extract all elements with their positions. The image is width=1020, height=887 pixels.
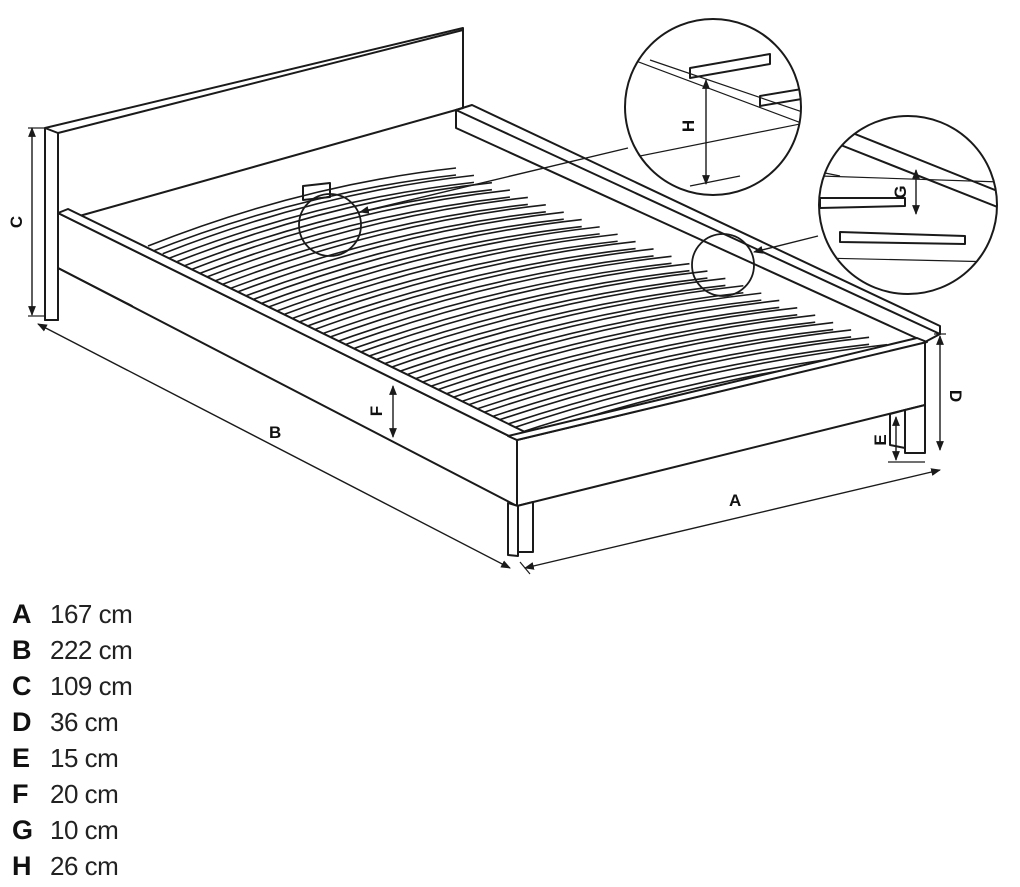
dimension-legend: A 167 cm B 222 cm C 109 cm D 36 cm E 15 … <box>12 596 312 884</box>
legend-letter: G <box>12 814 34 845</box>
slat <box>470 336 852 425</box>
detail-circle-g <box>818 115 998 295</box>
footboard <box>507 337 928 507</box>
slat <box>162 174 475 255</box>
slat <box>250 218 582 302</box>
slat <box>294 240 636 325</box>
detail-circle-h <box>624 18 802 196</box>
legend-row-d: D 36 cm <box>12 704 312 740</box>
slat <box>235 218 564 301</box>
callout-ring-g <box>691 233 755 297</box>
callout-leader-g <box>753 235 819 254</box>
legend-row-c: C 109 cm <box>12 668 312 704</box>
legend-value: 109 cm <box>50 670 133 701</box>
legend-letter: E <box>12 742 31 773</box>
callout-leader-h <box>359 147 629 214</box>
slat <box>162 181 475 262</box>
slat <box>177 181 493 263</box>
legend-row-h: H 26 cm <box>12 848 312 884</box>
legend-value: 10 cm <box>50 814 119 845</box>
slat <box>294 247 636 332</box>
legend-value: 222 cm <box>50 634 133 665</box>
legend-row-b: B 222 cm <box>12 632 312 668</box>
dimension-labels: A B C D E F G H <box>7 120 965 510</box>
legend-letter: B <box>12 634 32 665</box>
legend-row-g: G 10 cm <box>12 812 312 848</box>
label-f: F <box>367 406 386 416</box>
legend-row-f: F 20 cm <box>12 776 312 812</box>
slat <box>235 211 564 294</box>
slat <box>221 211 546 293</box>
slat <box>191 189 510 271</box>
label-b: B <box>269 423 281 442</box>
label-c: C <box>7 216 26 228</box>
slat <box>265 233 600 316</box>
legend-value: 20 cm <box>50 778 119 809</box>
label-d: D <box>946 390 965 402</box>
slat <box>221 204 546 286</box>
label-h: H <box>679 120 698 132</box>
slat <box>206 196 528 278</box>
slat <box>470 329 852 418</box>
slat <box>309 248 654 333</box>
dimension-lines <box>28 127 946 575</box>
legend-row-e: E 15 cm <box>12 740 312 776</box>
legend-value: 36 cm <box>50 706 119 737</box>
slatted-base <box>147 167 906 448</box>
legend-value: 15 cm <box>50 742 119 773</box>
slat <box>279 240 618 324</box>
slat <box>191 196 510 278</box>
legend-letter: H <box>12 850 32 881</box>
slat <box>500 343 888 433</box>
slat <box>323 255 672 340</box>
callout-ring-h <box>298 193 362 257</box>
label-a: A <box>729 491 741 510</box>
legend-letter: C <box>12 670 32 701</box>
legend-letter: D <box>12 706 32 737</box>
slat <box>485 343 870 433</box>
near-side-rail <box>57 208 526 507</box>
slat <box>250 225 582 309</box>
slat <box>177 188 493 270</box>
slat-support-tab <box>302 182 331 201</box>
bed-dimension-diagram: A B C D E F G H <box>7 18 998 575</box>
slat <box>147 174 457 254</box>
legend-letter: F <box>12 778 29 809</box>
legend-row-a: A 167 cm <box>12 596 312 632</box>
legend-value: 26 cm <box>50 850 119 881</box>
label-g: G <box>891 185 910 198</box>
slat <box>265 226 600 309</box>
slat <box>485 336 870 426</box>
legend-value: 167 cm <box>50 598 133 629</box>
label-e: E <box>871 434 890 445</box>
slat <box>206 203 528 285</box>
slat <box>309 255 654 340</box>
legend-letter: A <box>12 598 32 629</box>
slat <box>279 233 618 317</box>
